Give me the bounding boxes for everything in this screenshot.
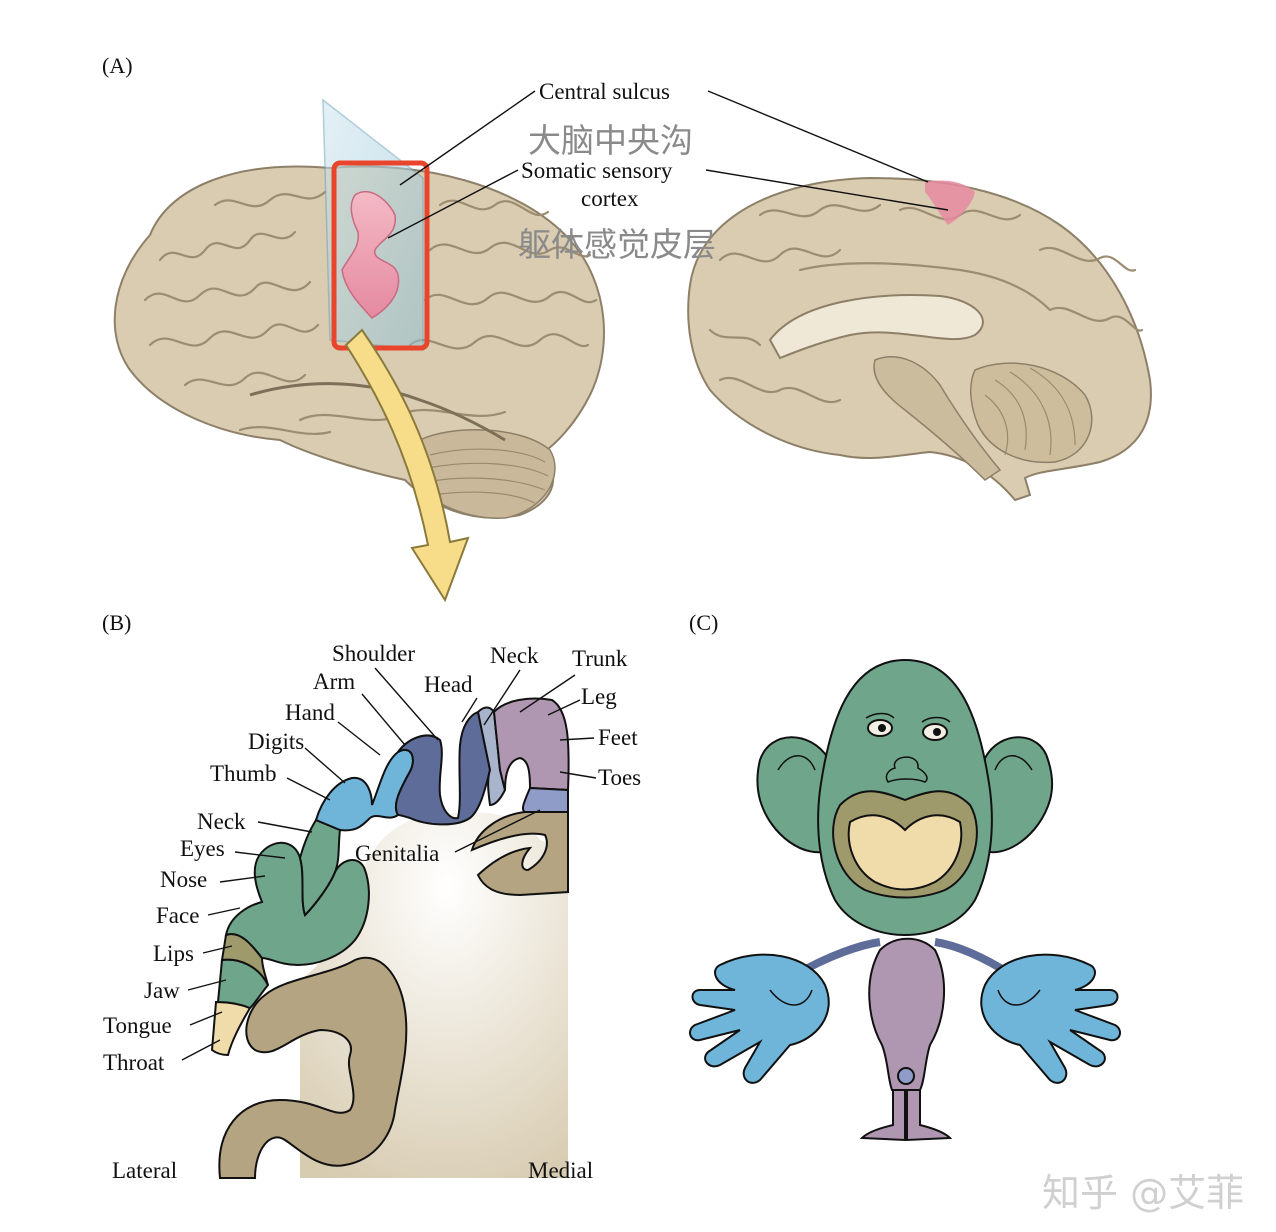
label-lips: Lips	[153, 941, 194, 966]
medial-brain	[687, 176, 1152, 502]
cortex-section	[210, 697, 570, 1179]
watermark: 知乎 @艾菲	[1042, 1171, 1245, 1215]
label-eyes: Eyes	[180, 836, 225, 861]
label-jaw: Jaw	[144, 978, 180, 1003]
label-throat: Throat	[103, 1050, 165, 1075]
somatic-sensory-label-line1: Somatic sensory	[521, 158, 673, 183]
label-nose: Nose	[160, 867, 208, 892]
central-sulcus-cn-label: 大脑中央沟	[528, 121, 693, 160]
label-medial: Medial	[528, 1158, 594, 1183]
somatosensory-strip	[341, 191, 400, 319]
leader-lines-b	[181, 667, 597, 1061]
label-feet: Feet	[598, 725, 638, 750]
label-toes: Toes	[598, 765, 642, 790]
label-thumb: Thumb	[210, 761, 277, 786]
label-trunk: Trunk	[572, 646, 628, 671]
label-neck-top: Neck	[490, 643, 539, 668]
central-sulcus-label: Central sulcus	[539, 79, 670, 104]
label-head: Head	[424, 672, 473, 697]
leader-lines-a	[387, 90, 949, 239]
medial-somatosensory-patch	[925, 180, 975, 225]
label-neck-side: Neck	[197, 809, 246, 834]
label-face: Face	[156, 903, 200, 928]
homunculus	[689, 658, 1121, 1142]
label-arm: Arm	[313, 669, 356, 694]
panel-label-a: (A)	[102, 53, 133, 78]
label-digits: Digits	[248, 729, 305, 754]
label-shoulder: Shoulder	[332, 641, 416, 666]
label-hand: Hand	[285, 700, 335, 725]
panel-label-b: (B)	[102, 610, 132, 635]
label-genitalia: Genitalia	[355, 841, 440, 866]
label-lateral: Lateral	[112, 1158, 178, 1183]
highlight-box	[331, 160, 430, 351]
somatic-sensory-label-line2: cortex	[581, 186, 639, 211]
somatic-sensory-cn-label: 躯体感觉皮层	[518, 225, 716, 264]
label-leg: Leg	[581, 684, 617, 709]
label-tongue: Tongue	[103, 1013, 172, 1038]
zoom-arrow	[344, 328, 470, 603]
panel-label-c: (C)	[689, 610, 719, 635]
